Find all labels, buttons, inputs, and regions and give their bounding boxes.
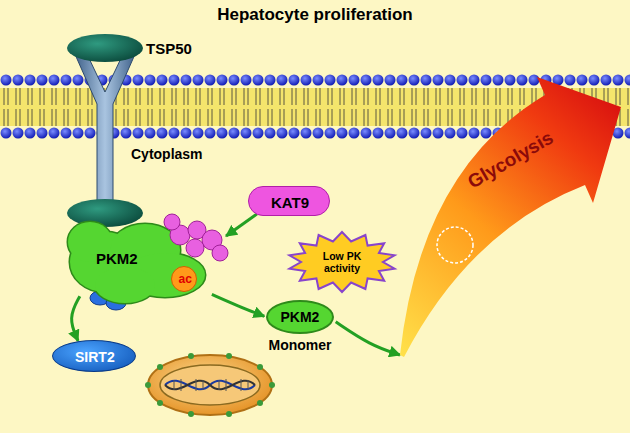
monomer-ellipse-outline-part [267, 301, 333, 333]
pathway-arrow: Glycolysis [395, 65, 630, 360]
mitochondrion-part-part [174, 380, 175, 390]
ligand-protein-outline [66, 31, 216, 65]
arrow-connector [72, 296, 80, 341]
mitochondrion-part [174, 379, 248, 391]
mitochondrion-part-part [241, 379, 242, 391]
receptor-part [67, 199, 143, 227]
enzyme-ellipse: SIRT2 [52, 340, 136, 372]
node-text: PKM2 [96, 250, 138, 267]
monomer-ellipse: PKM2Monomer [262, 300, 338, 356]
protein-complex-outline-part [95, 267, 155, 303]
node-text: KAT9 [271, 194, 309, 211]
mitochondrion-part [148, 355, 272, 415]
arrow-connector [226, 214, 257, 236]
node-text: Monomer [269, 337, 332, 353]
protein-complex-outline [65, 218, 230, 310]
pathway-arrow-outline [395, 65, 630, 360]
mitochondrion-part [145, 353, 275, 417]
mitochondrion [145, 353, 275, 417]
protein-complex-outline-part [186, 239, 204, 257]
protein-complex-outline-part [212, 245, 228, 261]
mitochondrion-part-part [269, 382, 275, 388]
title: Hepatocyte proliferation [0, 5, 630, 25]
mitochondrion-part-part [157, 364, 163, 370]
mitochondrion-part-part [188, 353, 194, 359]
mitochondrion-part [160, 365, 260, 405]
mitochondrion-part-part [196, 379, 197, 391]
mitochondrion-part-part [248, 380, 249, 390]
protein-complex-outline-part [164, 214, 180, 230]
arrow-connector [212, 294, 264, 316]
ligand-protein: TSP50 [66, 31, 216, 65]
mitochondrion-part-part [226, 379, 227, 391]
node-text: TSP50 [146, 40, 192, 57]
receptor [67, 52, 143, 227]
node-text: PKM2 [281, 309, 320, 325]
node-text: ac [179, 273, 192, 287]
mitochondrion-part-part [226, 353, 232, 359]
receptor-part [74, 52, 136, 205]
mitochondrion-part-part [157, 400, 163, 406]
mitochondrion-part-part [226, 411, 232, 417]
mitochondrion-part-part [257, 364, 263, 370]
mitochondrion-part-part [219, 380, 220, 390]
mitochondrion-part-part [257, 400, 263, 406]
mitochondrion-part-part [181, 379, 182, 391]
protein-complex: PKM2 ac [65, 218, 230, 310]
mitochondrion-part-part [145, 382, 151, 388]
node-text: SIRT2 [75, 349, 115, 365]
starburst-outline-part [289, 232, 394, 292]
mitochondrion-part-part [188, 411, 194, 417]
enzyme-box: KAT9 [248, 186, 330, 216]
starburst: Low PK activity [288, 232, 396, 292]
acetyl-mark: ac [171, 266, 197, 292]
ligand-protein-outline-part [67, 34, 143, 62]
mitochondrion-part-part [203, 380, 204, 390]
node-text: Low PK activity [306, 250, 378, 274]
arrow-connector [336, 322, 400, 355]
pathway-arrow-outline-part-part [400, 77, 621, 357]
pathway-arrow-outline-part [400, 77, 621, 357]
region-label: Cytoplasm [131, 146, 203, 162]
protein-complex-outline-part [95, 267, 155, 303]
